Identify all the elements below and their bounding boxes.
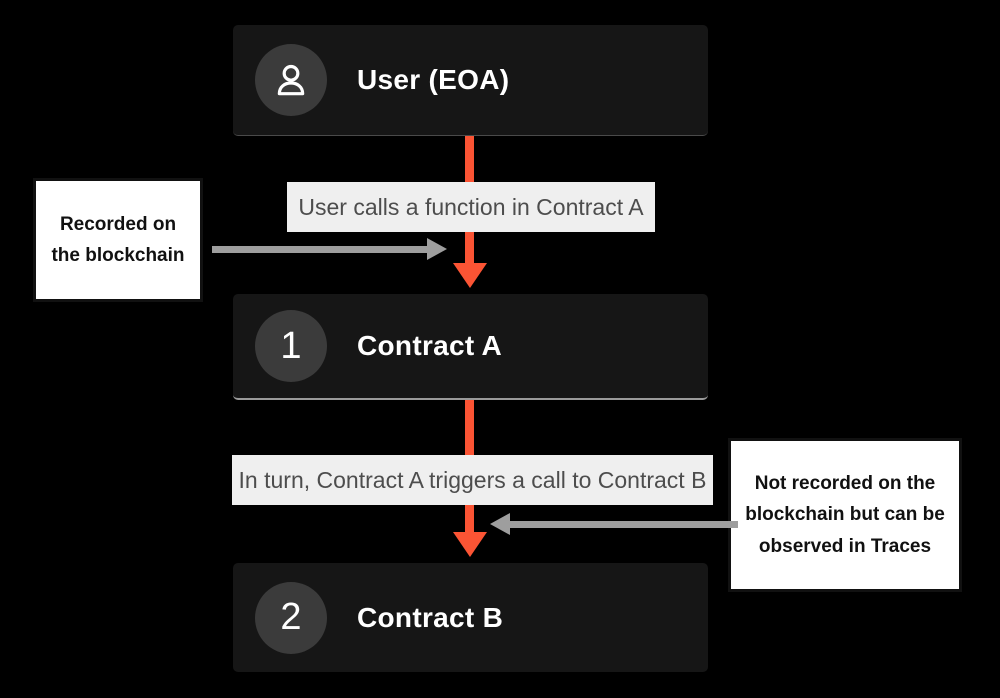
edge-label-text: In turn, Contract A triggers a call to C… [238,466,707,493]
gray-arrow-right-shaft [510,521,738,528]
annotation-text: Not recorded on the blockchain but can b… [745,472,945,557]
edge-label-user-calls: User calls a function in Contract A [287,182,655,232]
flow-arrow-user-to-a-head [453,263,487,288]
gray-arrow-right-head [490,513,510,535]
flow-node-contract-b: 2 Contract B [233,563,708,672]
flow-node-contract-a: 1 Contract A [233,294,708,400]
node-label-contract-b: Contract B [357,601,504,633]
step-2-badge: 2 [255,581,327,654]
gray-arrow-left-shaft [212,246,427,253]
person-icon [277,64,305,96]
edge-label-contract-a-triggers: In turn, Contract A triggers a call to C… [232,455,713,505]
annotation-text: Recorded on the blockchain [51,213,185,266]
user-avatar [255,44,327,116]
gray-arrow-left-head [427,238,447,260]
step-1-badge: 1 [255,310,327,382]
flow-arrow-a-to-b-head [453,532,487,557]
edge-label-text: User calls a function in Contract A [298,193,644,220]
flow-node-user: User (EOA) [233,25,708,136]
node-label-user: User (EOA) [357,64,510,95]
node-label-contract-a: Contract A [357,330,503,361]
annotation-not-recorded-traces: Not recorded on the blockchain but can b… [728,438,962,592]
annotation-recorded-on-blockchain: Recorded on the blockchain [33,178,203,302]
